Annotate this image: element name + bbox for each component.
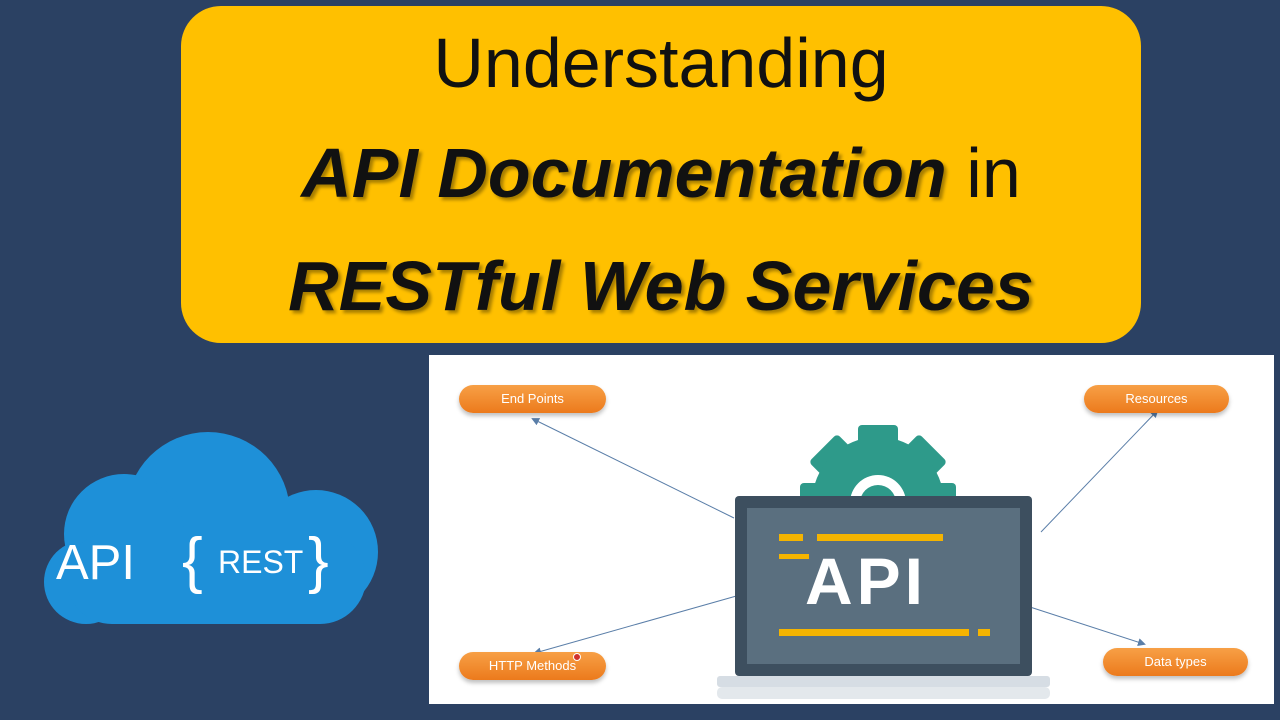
logo-brace-close: }: [308, 526, 329, 595]
arrow-to-data-types: [1029, 606, 1146, 646]
api-diagram-panel: API End Points Resources HTTP Methods Da…: [429, 355, 1274, 704]
title-line-1: Understanding: [433, 24, 889, 102]
title-word-in: in: [946, 134, 1021, 212]
title-emphasis-api-documentation: API Documentation: [301, 134, 947, 212]
node-resources-label: Resources: [1125, 391, 1188, 406]
arrow-to-http-methods: [533, 592, 748, 656]
logo-rest-text: REST: [218, 544, 303, 580]
api-rest-cloud-logo: API { REST }: [44, 432, 378, 624]
title-line-2: API Documentation in: [181, 138, 1141, 208]
node-resources: Resources: [1084, 385, 1229, 413]
arrow-to-resources: [1040, 409, 1159, 533]
logo-api-text: API: [56, 536, 135, 590]
red-dot-icon: [573, 653, 581, 661]
cloud-icon: [44, 432, 378, 624]
logo-brace-open: {: [182, 526, 203, 595]
diagram-graphics: [531, 409, 1159, 699]
node-data-types: Data types: [1103, 648, 1248, 676]
node-data-types-label: Data types: [1144, 654, 1207, 669]
title-line-3: RESTful Web Services: [288, 247, 1034, 325]
node-http-methods-label: HTTP Methods: [488, 658, 577, 673]
title-banner: Understanding API Documentation in RESTf…: [181, 6, 1141, 343]
node-http-methods: HTTP Methods: [459, 652, 606, 680]
arrow-to-end-points: [531, 418, 735, 519]
node-end-points: End Points: [459, 385, 606, 413]
node-end-points-label: End Points: [501, 391, 564, 406]
laptop-icon: [717, 496, 1050, 699]
laptop-api-label: API: [804, 544, 928, 618]
